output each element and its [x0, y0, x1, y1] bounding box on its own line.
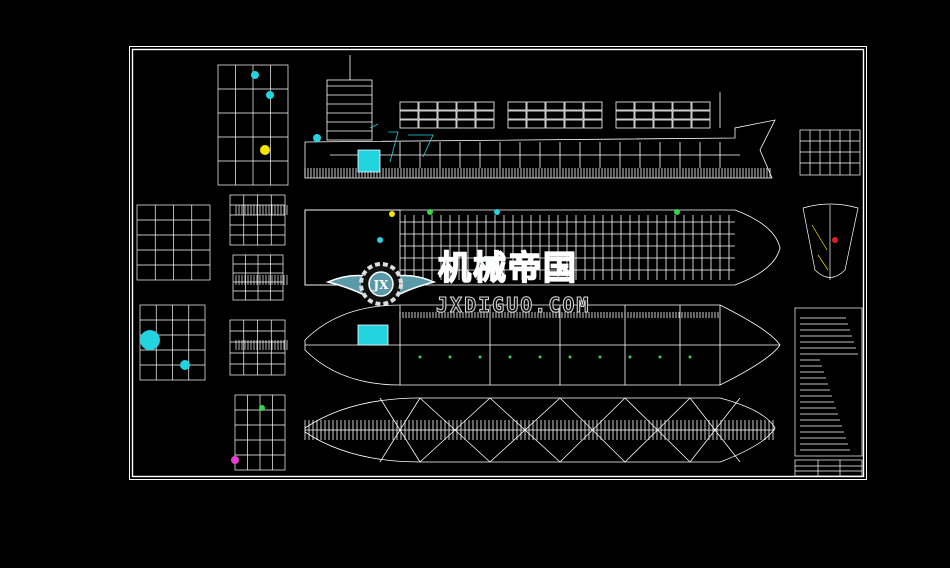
container-stack [691, 119, 711, 129]
section-and-notes [794, 129, 863, 477]
container-stack [418, 101, 438, 111]
container-stack [564, 110, 584, 120]
container-stack [526, 101, 546, 111]
diagonal [419, 397, 491, 463]
container-stack [691, 110, 711, 120]
container-stack [672, 119, 692, 129]
diagonal [624, 397, 691, 463]
watermark: JX 机械帝国 JXDIGUO.COM [326, 248, 626, 320]
diagonal [559, 397, 626, 463]
equipment-mark [260, 145, 270, 155]
container-stack [634, 110, 654, 120]
bow-view [802, 203, 859, 278]
container-stack [545, 110, 565, 120]
container-stack [418, 110, 438, 120]
container-stack [583, 101, 603, 111]
container-stack [456, 119, 476, 129]
container-stack [672, 110, 692, 120]
equipment-mark [494, 209, 500, 215]
container-stack [437, 110, 457, 120]
equipment-mark [313, 134, 321, 142]
container-stack [475, 119, 495, 129]
equipment-mark [674, 209, 680, 215]
equipment-mark [832, 237, 838, 243]
deckhouse-details [136, 64, 289, 471]
winged-gear-logo-icon: JX [326, 262, 436, 306]
notes-table [794, 307, 863, 457]
marker [448, 355, 452, 359]
container-stack [653, 110, 673, 120]
container-stack [456, 110, 476, 120]
container-stack [507, 119, 527, 129]
equipment-mark [231, 456, 239, 464]
accommodation-block [326, 79, 373, 141]
double-bottom-plan [304, 397, 776, 463]
container-stack [634, 119, 654, 129]
equipment-mark [140, 330, 160, 350]
diagonal [689, 397, 741, 463]
title-block [794, 459, 863, 477]
marker [538, 355, 542, 359]
container-stack [564, 119, 584, 129]
container-stack [615, 119, 635, 129]
deck-outline [304, 209, 781, 286]
equipment-mark [389, 211, 395, 217]
container-stack [615, 101, 635, 111]
container-stack [418, 119, 438, 129]
marker [658, 355, 662, 359]
diagonal [379, 397, 421, 463]
crane-marks [369, 123, 434, 163]
container-stack [545, 101, 565, 111]
container-stack [437, 119, 457, 129]
container-stack [399, 101, 419, 111]
marker [508, 355, 512, 359]
marker [598, 355, 602, 359]
bottom-outline [304, 397, 776, 463]
container-stack [526, 119, 546, 129]
equipment-mark [377, 237, 383, 243]
equipment-mark [251, 71, 259, 79]
logo-letters: JX [373, 278, 390, 292]
container-stack [399, 110, 419, 120]
container-stack [507, 110, 527, 120]
equipment-mark [427, 209, 433, 215]
container-stack [583, 110, 603, 120]
container-stack [437, 101, 457, 111]
equipment-mark [180, 360, 190, 370]
marker [628, 355, 632, 359]
container-stack [564, 101, 584, 111]
container-stack [653, 119, 673, 129]
container-stack [691, 101, 711, 111]
engine-block [357, 149, 381, 173]
marker [478, 355, 482, 359]
diagonal [489, 397, 561, 463]
container-stack [615, 110, 635, 120]
container-stack [507, 101, 527, 111]
ladder [811, 224, 829, 271]
marker [418, 355, 422, 359]
profile-view [304, 55, 776, 179]
equipment-mark [266, 91, 274, 99]
container-stack [545, 119, 565, 129]
container-stack [475, 110, 495, 120]
watermark-title: 机械帝国 [437, 248, 578, 287]
marker [688, 355, 692, 359]
marker [568, 355, 572, 359]
container-stack [634, 101, 654, 111]
container-stack [583, 119, 603, 129]
equipment-mark [259, 405, 265, 411]
container-stack [672, 101, 692, 111]
hold-plan [304, 304, 781, 386]
upper-deck-plan [304, 209, 781, 286]
container-stack [653, 101, 673, 111]
container-stack [456, 101, 476, 111]
container-stack [399, 119, 419, 129]
drawing-border [129, 46, 867, 480]
container-stack [526, 110, 546, 120]
container-stack [475, 101, 495, 111]
machinery [357, 324, 389, 346]
watermark-site: JXDIGUO.COM [435, 293, 591, 317]
